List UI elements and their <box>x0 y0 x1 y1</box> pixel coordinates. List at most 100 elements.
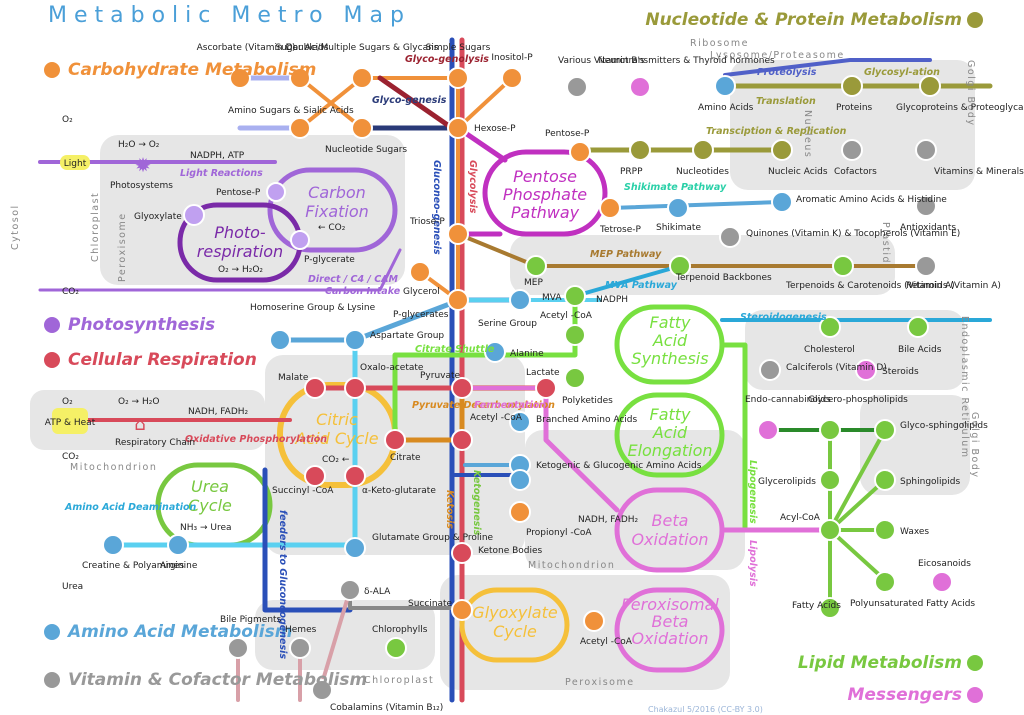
station-pentose-p-l[interactable] <box>266 182 286 202</box>
station-acetyl-coa[interactable] <box>451 429 473 451</box>
station-serine[interactable] <box>509 289 531 311</box>
label-homoserine: Homoserine Group & Lysine <box>250 303 376 313</box>
station-glutamate[interactable] <box>344 537 366 559</box>
station-bile-pigments[interactable] <box>227 637 249 659</box>
station-prpp[interactable] <box>629 139 651 161</box>
station-hemes[interactable] <box>289 637 311 659</box>
station-acetyl-coa-glyox[interactable] <box>583 610 605 632</box>
route-citrate-shuttle: Citrate Shuttle <box>415 344 495 355</box>
annot-o2-h2o2: O₂ → H₂O₂ <box>218 265 263 275</box>
legend-vitamin: Vitamin & Cofactor Metabolism <box>68 670 367 690</box>
station-quinones[interactable] <box>719 226 741 248</box>
station-inositol[interactable] <box>501 67 523 89</box>
label-p-glycerates: P-glycerates <box>393 310 449 320</box>
station-endocann[interactable] <box>757 419 779 441</box>
station-eicosanoids[interactable] <box>931 571 953 593</box>
station-steroids[interactable] <box>855 359 877 381</box>
legend-photosynthesis: Photosynthesis <box>68 315 215 335</box>
station-aromatic[interactable] <box>771 191 793 213</box>
station-homoserine[interactable] <box>269 329 291 351</box>
legend-lipid: Lipid Metabolism <box>798 653 962 673</box>
station-polyketides[interactable] <box>564 367 586 389</box>
station-shikimate[interactable] <box>667 197 689 219</box>
station-glycosphingo[interactable] <box>874 419 896 441</box>
station-terpenoids[interactable] <box>832 255 854 277</box>
station-nucleic[interactable] <box>771 139 793 161</box>
station-glycerolipids[interactable] <box>819 469 841 491</box>
station-p-glycerates[interactable] <box>447 289 469 311</box>
station-p-glycerate[interactable] <box>290 230 310 250</box>
station-citrate[interactable] <box>384 429 406 451</box>
annot-co2-tca: CO₂ ← <box>322 455 350 465</box>
station-glyoxylate[interactable] <box>183 204 205 226</box>
atp-badge[interactable] <box>52 408 88 434</box>
station-branched[interactable] <box>509 411 531 433</box>
station-various-b[interactable] <box>566 76 588 98</box>
station-retinoids[interactable] <box>915 255 937 277</box>
station-tetrose[interactable] <box>599 197 621 219</box>
station-ascorbate[interactable] <box>229 67 251 89</box>
glyox-loop <box>459 587 570 663</box>
station-aspartate[interactable] <box>344 329 366 351</box>
station-propionyl[interactable] <box>509 501 531 523</box>
station-proteins[interactable] <box>841 75 863 97</box>
label-chlorophylls: Chlorophylls <box>372 625 428 635</box>
station-acetyl-coa-top[interactable] <box>564 324 586 346</box>
station-akg[interactable] <box>344 465 366 487</box>
station-acyl-coa[interactable] <box>819 519 841 541</box>
station-oxaloacetate[interactable] <box>344 377 366 399</box>
label-pyruvate: Pyruvate <box>420 371 461 381</box>
station-vitamins[interactable] <box>915 139 937 161</box>
station-cholesterol[interactable] <box>819 316 841 338</box>
station-fatty-acids[interactable] <box>819 597 841 619</box>
station-nucleotides[interactable] <box>692 139 714 161</box>
label-calciferols: Calciferols (Vitamin D) <box>786 363 887 373</box>
station-pentose-p[interactable] <box>569 141 591 163</box>
station-glycoproteins[interactable] <box>919 75 941 97</box>
station-succinate[interactable] <box>451 599 473 621</box>
station-amino-acids[interactable] <box>714 75 736 97</box>
station-succinyl[interactable] <box>304 465 326 487</box>
station-cobalamins[interactable] <box>311 679 333 701</box>
station-calciferols[interactable] <box>759 359 781 381</box>
station-glycerophos[interactable] <box>819 419 841 441</box>
station-chlorophylls[interactable] <box>385 637 407 659</box>
station-pyruvate[interactable] <box>451 377 473 399</box>
station-ketone[interactable] <box>451 542 473 564</box>
station-hexose-p[interactable] <box>447 117 469 139</box>
route-mva: MVA Pathway <box>605 280 678 291</box>
station-neuro[interactable] <box>629 76 651 98</box>
station-nucleotide-sugars[interactable] <box>351 117 373 139</box>
station-triose-p[interactable] <box>447 223 469 245</box>
station-terpenoid-bb[interactable] <box>669 255 691 277</box>
station-glycerol[interactable] <box>409 261 431 283</box>
station-cofactors[interactable] <box>841 139 863 161</box>
station-mep[interactable] <box>525 255 547 277</box>
station-pufa[interactable] <box>874 571 896 593</box>
station-bile-acids[interactable] <box>907 316 929 338</box>
station-ketogenic-b[interactable] <box>509 469 531 491</box>
route-transcription: Transciption & Replication <box>706 126 847 137</box>
station-antioxidants[interactable] <box>915 195 937 217</box>
station-double-sugars[interactable] <box>351 67 373 89</box>
station-simple-sugars[interactable] <box>447 67 469 89</box>
station-sugar-acids[interactable] <box>289 67 311 89</box>
label-double-sugars: Double/Multiple Sugars & Glycans <box>286 43 439 53</box>
station-sphingolipids[interactable] <box>874 469 896 491</box>
station-creatine[interactable] <box>102 534 124 556</box>
station-malate[interactable] <box>304 377 326 399</box>
station-arginine[interactable] <box>167 534 189 556</box>
station-ala[interactable] <box>339 579 361 601</box>
station-waxes[interactable] <box>874 519 896 541</box>
label-nucleus: Nucleus <box>802 110 813 158</box>
station-alanine[interactable] <box>484 341 506 363</box>
station-mva[interactable] <box>564 285 586 307</box>
light-badge[interactable] <box>60 155 90 170</box>
beta-line <box>543 385 833 533</box>
station-amino-sugars[interactable] <box>289 117 311 139</box>
label-retinoids: Retinoids (Vitamin A) <box>906 281 1001 291</box>
route-translation: Translation <box>756 96 816 107</box>
station-lactate[interactable] <box>535 377 557 399</box>
route-ketosis: Ketosis <box>444 490 455 529</box>
legend-dot-vitamin <box>44 672 60 688</box>
